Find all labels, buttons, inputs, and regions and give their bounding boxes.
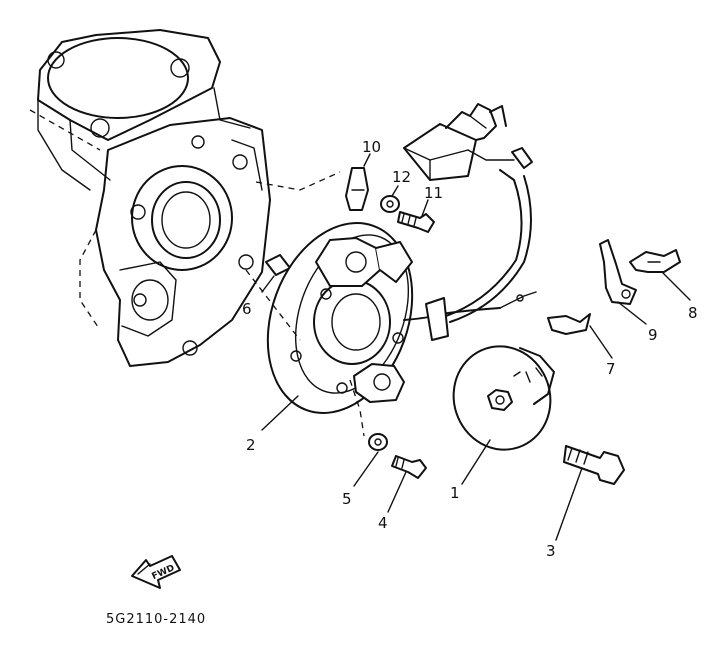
stator-assembly [266,169,537,414]
clamp-part-8 [629,249,681,273]
clamp-part-10 [345,167,369,211]
callout-10: 10 [362,138,381,156]
screw-part-11 [397,211,435,233]
callout-12: 12 [392,168,411,186]
callout-8: 8 [688,304,698,322]
leader-lines [245,153,691,541]
callout-7: 7 [606,360,616,378]
callout-11: 11 [424,184,443,202]
clamp-part-7 [547,313,591,335]
callout-5: 5 [342,490,352,508]
bolt-part-3 [563,445,625,485]
callout-4: 4 [378,514,388,532]
washer-part-5 [368,433,388,451]
washer-part-12 [380,195,400,213]
rotor-part-1 [452,345,555,451]
forward-arrow-icon: FWD [131,555,181,589]
callout-9: 9 [648,326,658,344]
bracket-part-9 [599,239,637,305]
callout-3: 3 [546,542,556,560]
callout-1: 1 [450,484,460,502]
callout-labels: 1 2 3 4 5 6 7 8 9 10 11 12 [242,138,698,560]
crankcase-housing [29,29,271,367]
screw-part-4 [391,455,427,479]
callout-2: 2 [246,436,256,454]
callout-6: 6 [242,300,252,318]
diagram-code: 5G2110-2140 [106,612,206,627]
wire-connector [403,103,533,181]
